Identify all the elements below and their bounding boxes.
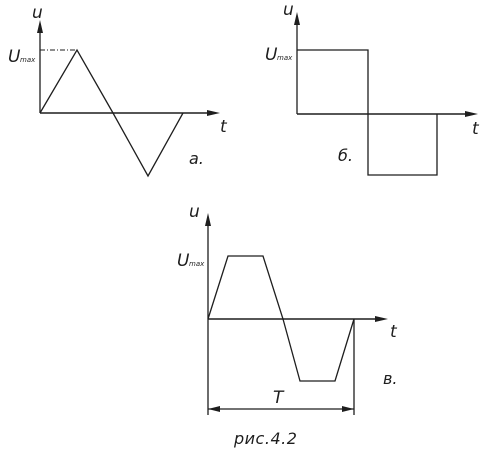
panel-c-umax-subscript: max	[189, 260, 205, 268]
panel-b-waveform	[297, 49, 438, 176]
panel-c-y-axis-label: u	[189, 202, 200, 222]
panel-b: u t U max б.	[265, 0, 480, 176]
panel-a-y-arrow	[37, 20, 43, 33]
panel-c-x-arrow	[375, 316, 388, 322]
panel-a-x-axis-label: t	[220, 117, 228, 137]
panel-b-y-axis-label: u	[283, 0, 294, 20]
panel-c-umax-label: U	[177, 251, 190, 271]
panel-c-waveform	[207, 255, 355, 382]
panel-b-x-arrow	[465, 111, 478, 117]
panel-b-umax-subscript: max	[277, 54, 293, 62]
panel-c-period-label: T	[273, 388, 285, 408]
panel-c-period-arrow-right	[342, 406, 354, 412]
panel-a-waveform	[39, 48, 184, 178]
panel-c: u t U max T в.	[177, 202, 398, 415]
panel-c-label: в.	[383, 369, 398, 388]
panel-b-label: б.	[338, 146, 353, 165]
panel-c-x-axis-label: t	[390, 322, 398, 342]
figure-caption: рис.4.2	[233, 429, 297, 448]
panel-a-y-axis-label: u	[32, 3, 43, 23]
panel-a-label: а.	[189, 149, 204, 168]
panel-a-umax-label: U	[8, 47, 21, 67]
panel-b-y-arrow	[294, 12, 300, 25]
panel-a: u t U max а.	[8, 3, 228, 178]
panel-b-x-axis-label: t	[472, 119, 480, 139]
panel-a-x-arrow	[207, 110, 220, 116]
panel-b-umax-label: U	[265, 45, 278, 65]
panel-a-umax-subscript: max	[20, 56, 36, 64]
panel-c-period-arrow-left	[208, 406, 220, 412]
panel-c-y-arrow	[205, 213, 211, 226]
